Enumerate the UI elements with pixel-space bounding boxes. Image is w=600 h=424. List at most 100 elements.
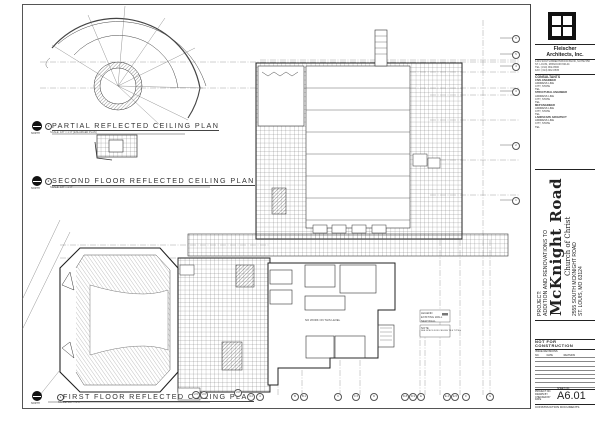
grid-bubble: C <box>334 393 342 401</box>
rev-col-header: DATE <box>546 354 564 359</box>
plan-marker: 1 <box>57 394 64 401</box>
plan-scale: SCALE: 1/8" = 1'-0" <box>50 186 73 189</box>
grid-bubble: B <box>291 393 299 401</box>
consultant-line: CITY, STATE <box>535 97 550 101</box>
firm-logo-icon <box>548 12 576 40</box>
grid-bubble: B.1 <box>300 393 308 401</box>
consultant-line: TEL <box>535 125 540 129</box>
consultant-role: CIVIL ENGINEER <box>535 79 556 83</box>
legend-item: NEW WALL <box>421 318 436 323</box>
revisions-table: NO. DATE REVISION <box>535 354 595 388</box>
consultant-line: CITY, STATE <box>535 110 550 114</box>
north-arrow-icon <box>32 391 42 401</box>
firm-address-line: ST. LOUIS, MISSOURI 63144 <box>535 63 570 66</box>
firm-name-line1: Fleischer <box>553 46 577 52</box>
consultant-line: CITY, STATE <box>535 85 550 89</box>
consultants-header: CONSULTANTS <box>535 74 595 79</box>
grid-bubble: G <box>486 393 494 401</box>
grid-bubble: E <box>417 393 425 401</box>
grid-bubble: 1 <box>512 197 520 205</box>
plan-title-first-floor: FIRST FLOOR REFLECTED CEILING PLAN <box>63 392 255 402</box>
firm-address-line: FAX: (314) 962-0505 <box>535 69 560 72</box>
revisions-block: NOT FOR CONSTRUCTION ISSUE REVISIONS NO.… <box>535 339 595 388</box>
project-subtitle: Church of Christ <box>564 216 572 276</box>
grid-bubble: 2 <box>512 142 520 150</box>
legend-title: LEGEND <box>421 311 433 315</box>
meta-label: DRAWN BY <box>535 392 548 396</box>
grid-bubble: D <box>370 393 378 401</box>
north-label: NORTH <box>31 402 40 405</box>
rev-row <box>535 357 595 363</box>
title-block: Fleischer Architects, Inc. 1401 SOUTH BR… <box>530 4 599 409</box>
rev-row <box>535 361 595 367</box>
issue-status: CONSTRUCTION DOCUMENTS <box>535 404 595 409</box>
consultant-line: ADDRESS LINE <box>535 82 555 86</box>
consultant-line: ADDRESS LINE <box>535 106 555 110</box>
grid-bubble: E.4 <box>443 393 451 401</box>
sheet-number-block: PROJECT NO. DRAWN BY CHECKED BY DATE SHE… <box>535 387 595 409</box>
rev-row <box>535 382 595 388</box>
project-name: McKnight Road <box>547 177 565 316</box>
rev-row <box>535 370 595 375</box>
grid-bubble: 2.5 <box>192 391 200 399</box>
grid-bubble: F <box>462 393 470 401</box>
consultant-line: TEL <box>535 88 540 92</box>
grid-bubble: C.5 <box>352 393 360 401</box>
meta-label: PROJECT NO. <box>535 390 552 393</box>
consultant-line: ADDRESS LINE <box>535 119 555 123</box>
north-label: NORTH <box>31 132 40 135</box>
rev-row <box>535 374 595 380</box>
firm-address-line: TEL: (314) 962-0500 <box>535 66 559 69</box>
grid-bubble: E.5 <box>451 393 459 401</box>
grid-bubble: 3.4 <box>247 393 255 401</box>
rev-row <box>535 366 595 371</box>
grid-bubble: 2.8 <box>234 389 242 397</box>
north-label: NORTH <box>31 187 40 190</box>
grid-bubble: 3 <box>512 88 520 96</box>
grid-bubble: 6 <box>512 35 520 43</box>
sheet-label: SHEET NO. <box>557 387 570 390</box>
project-info-rotated: PROJECT: ADDITION AND RENOVATIONS TO McK… <box>537 170 584 316</box>
meta-label: DATE <box>535 398 542 402</box>
grid-bubble: 4 <box>512 63 520 71</box>
consultant-role: MEP ENGINEER <box>535 103 555 107</box>
no-work-note: NO WORK ON THIS LEVEL <box>305 318 341 322</box>
plan-scale: SCALE: 1/8" = 1'-0" <box>58 401 81 404</box>
notes-title: NOTE <box>421 326 429 330</box>
plan-scale: SCALE: 1/8" = 1'-0" [ENLARGED PLAN] <box>50 131 97 134</box>
rev-row <box>535 378 595 384</box>
consultant-role: LANDSCAPE ARCHITECT <box>535 116 567 120</box>
sheet-number: A6.01 <box>557 390 586 402</box>
plan-title-second-floor: SECOND FLOOR REFLECTED CEILING PLAN <box>52 176 255 186</box>
project-info: PROJECT: ADDITION AND RENOVATIONS TO McK… <box>535 169 595 321</box>
firm-name-line2: Architects, Inc. <box>546 52 584 58</box>
grid-bubble: 2.6 <box>200 391 208 399</box>
grid-bubble: 4 <box>256 393 264 401</box>
consultants-list: CONSULTANTS CIVIL ENGINEER ADDRESS LINE … <box>535 74 595 129</box>
firm-address: 1401 SOUTH BRENTWOOD BLVD, SUITE 550 ST.… <box>535 60 595 72</box>
consultant-role: STRUCTURAL ENGINEER <box>535 91 567 95</box>
grid-bubble: 5 <box>512 51 520 59</box>
grid-bubble: D.9 <box>409 393 417 401</box>
project-address: ST. LOUIS, MO 63124 <box>578 266 584 316</box>
plan-title-partial: PARTIAL REFLECTED CEILING PLAN <box>52 121 220 131</box>
stamp-text: NOT FOR CONSTRUCTION <box>535 339 595 348</box>
plan-marker: 3 <box>45 123 52 130</box>
firm-address-line: 1401 SOUTH BRENTWOOD BLVD, SUITE 550 <box>535 60 590 63</box>
sheet-meta: PROJECT NO. DRAWN BY CHECKED BY DATE <box>535 390 555 402</box>
consultant-line: TEL <box>535 100 540 104</box>
north-arrow-icon <box>32 121 42 131</box>
note-text: SEE SPECS FOR CEILING TILE TYPES <box>421 330 461 332</box>
rev-col-header: REVISION <box>563 354 595 359</box>
consultant-line: CITY, STATE <box>535 122 550 126</box>
legend-item: EXISTING WALL <box>421 315 443 319</box>
consultant-line: TEL <box>535 113 540 117</box>
firm-name: Fleischer Architects, Inc. <box>535 44 595 60</box>
grid-bubble: D.8 <box>401 393 409 401</box>
consultant-line: ADDRESS LINE <box>535 94 555 98</box>
meta-label: CHECKED BY <box>535 395 551 399</box>
revisions-header: ISSUE REVISIONS <box>535 349 595 353</box>
plan-marker: 2 <box>45 178 52 185</box>
north-arrow-icon <box>32 176 42 186</box>
